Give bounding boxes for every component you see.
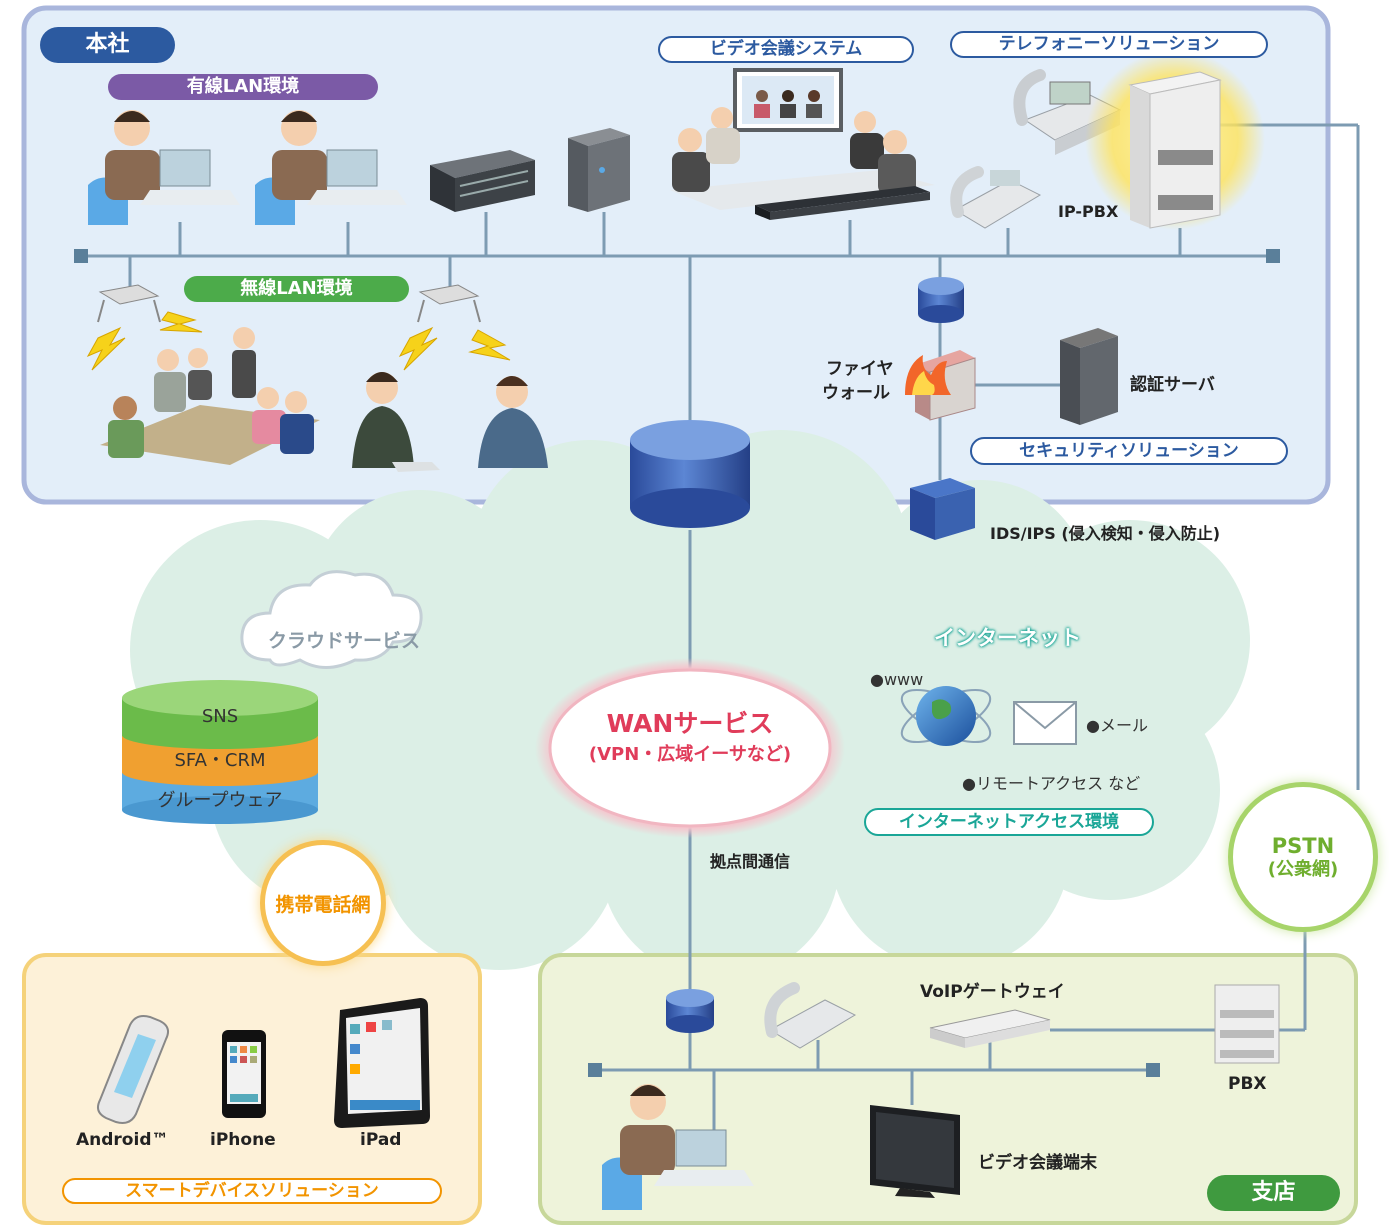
video-conference-icon bbox=[670, 68, 935, 220]
mobile-network-label: 携帯電話網 bbox=[275, 893, 371, 916]
ip-pbx-label: IP-PBX bbox=[1058, 202, 1119, 221]
pstn-label: PSTN bbox=[1271, 833, 1335, 858]
wan-subtitle: (VPN・広域イーサなど) bbox=[588, 744, 792, 765]
phone-icon bbox=[764, 982, 857, 1049]
globe-icon bbox=[900, 686, 992, 746]
phone-icon bbox=[950, 166, 1042, 229]
pstn-circle: PSTN (公衆網) bbox=[1228, 782, 1378, 932]
ids-ips-icon bbox=[910, 478, 975, 540]
network-appliance-icon bbox=[430, 150, 535, 212]
inter-site-label: 拠点間通信 bbox=[710, 852, 791, 871]
telephony-solution-label: テレフォニーソリューション bbox=[950, 31, 1268, 58]
wan-ellipse bbox=[548, 668, 832, 828]
video-terminal-label: ビデオ会議端末 bbox=[978, 1153, 1097, 1173]
video-terminal-icon bbox=[870, 1105, 960, 1198]
wireless-signal-icons bbox=[86, 311, 511, 371]
cloud-app-stack bbox=[122, 680, 318, 824]
pstn-sublabel: (公衆網) bbox=[1267, 858, 1339, 880]
ipad-icon bbox=[334, 998, 430, 1128]
android-phone-icon bbox=[97, 1015, 169, 1124]
firewall-icon bbox=[905, 350, 976, 421]
pbx-icon bbox=[1214, 984, 1280, 1064]
cloud-service-label: クラウドサービス bbox=[268, 630, 421, 652]
internet-label: インターネット bbox=[934, 626, 1081, 650]
hq-title: 本社 bbox=[40, 27, 175, 63]
smart-device-solution-label: スマートデバイスソリューション bbox=[62, 1178, 442, 1204]
branch-lan-lines bbox=[596, 1030, 1152, 1130]
pbx-label: PBX bbox=[1228, 1074, 1267, 1094]
stack-layer-sfa-crm: SFA・CRM bbox=[174, 750, 266, 771]
iphone-icon bbox=[222, 1030, 266, 1118]
firewall-label-1: ファイヤ bbox=[826, 359, 894, 379]
person-headset-icon bbox=[478, 376, 548, 468]
wired-lan-label: 有線LAN環境 bbox=[108, 74, 378, 100]
remote-access-label: ●リモートアクセス など bbox=[962, 774, 1141, 793]
mail-icon bbox=[1013, 701, 1077, 745]
ids-ips-label: IDS/IPS (侵入検知・侵入防止) bbox=[990, 524, 1221, 543]
person-laptop-icon bbox=[255, 110, 407, 225]
video-conf-system-label: ビデオ会議システム bbox=[658, 36, 914, 63]
wan-title: WANサービス bbox=[606, 709, 774, 738]
stack-layer-sns: SNS bbox=[201, 706, 239, 727]
db-icon bbox=[918, 277, 964, 323]
www-label: ●www bbox=[870, 670, 924, 689]
person-laptop-icon bbox=[602, 1084, 754, 1210]
voip-gateway-icon bbox=[929, 1009, 1051, 1048]
mobile-network-circle: 携帯電話網 bbox=[260, 840, 386, 966]
auth-server-label: 認証サーバ bbox=[1130, 375, 1215, 395]
hq-lan-lines bbox=[80, 123, 1360, 1032]
wan-router-icon bbox=[630, 420, 750, 528]
person-laptop-icon bbox=[88, 110, 240, 225]
android-label: Android™ bbox=[76, 1130, 169, 1150]
access-point-icon bbox=[417, 284, 481, 323]
wireless-lan-label: 無線LAN環境 bbox=[184, 276, 409, 302]
ip-pbx-icon bbox=[1128, 71, 1222, 229]
access-point-icon bbox=[97, 284, 161, 323]
firewall-label-2: ウォール bbox=[822, 383, 890, 403]
voip-gateway-label: VoIPゲートウェイ bbox=[920, 982, 1065, 1002]
security-solution-label: セキュリティソリューション bbox=[970, 437, 1288, 465]
person-phone-icon bbox=[352, 372, 440, 472]
auth-server-icon bbox=[1060, 328, 1118, 425]
iphone-label: iPhone bbox=[210, 1130, 276, 1150]
branch-title: 支店 bbox=[1207, 1175, 1340, 1211]
ipad-label: iPad bbox=[360, 1130, 402, 1150]
cloud-service-icon bbox=[240, 570, 423, 669]
branch-box bbox=[538, 953, 1358, 1225]
mail-label: ●メール bbox=[1086, 716, 1148, 735]
stack-layer-groupware: グループウェア bbox=[157, 790, 283, 811]
internet-access-label: インターネットアクセス環境 bbox=[864, 808, 1154, 836]
db-icon bbox=[666, 989, 714, 1033]
meeting-group-icon bbox=[100, 327, 320, 465]
tower-server-icon bbox=[568, 128, 630, 212]
